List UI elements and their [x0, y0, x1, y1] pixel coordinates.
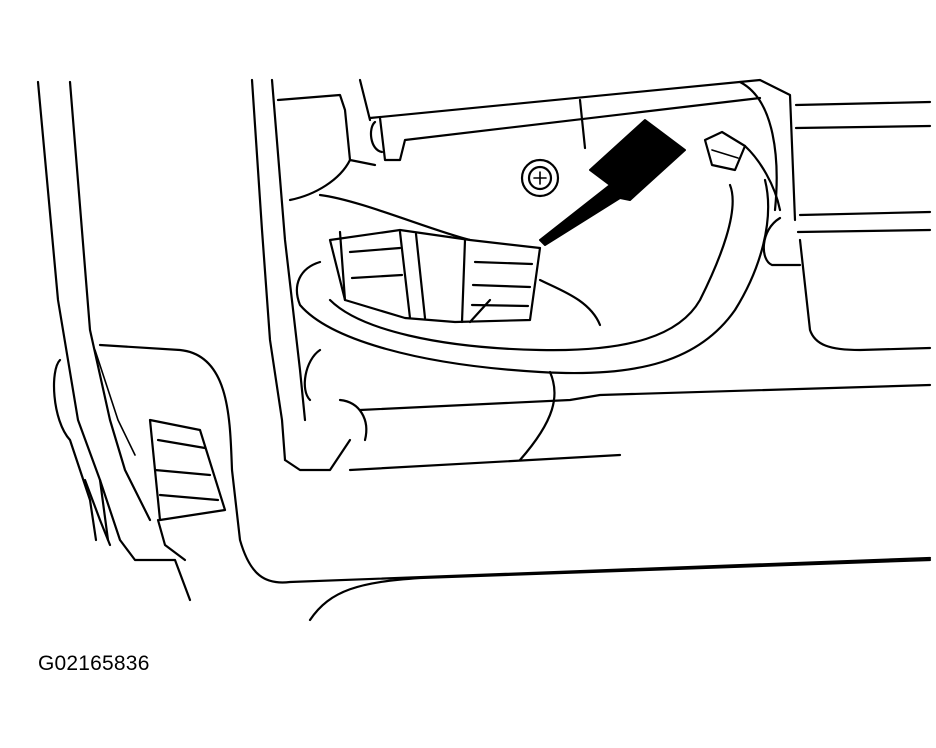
upper-housing	[276, 78, 797, 242]
right-bracket	[762, 100, 932, 352]
screw-icon	[520, 158, 560, 198]
arrow-pointer-icon	[539, 119, 686, 246]
left-bracket	[148, 418, 227, 562]
left-panel	[36, 80, 192, 602]
center-panel	[98, 78, 932, 622]
wiring-harness	[295, 130, 932, 472]
figure-id-label: G02165836	[38, 652, 150, 675]
electrical-connector[interactable]	[328, 228, 602, 327]
